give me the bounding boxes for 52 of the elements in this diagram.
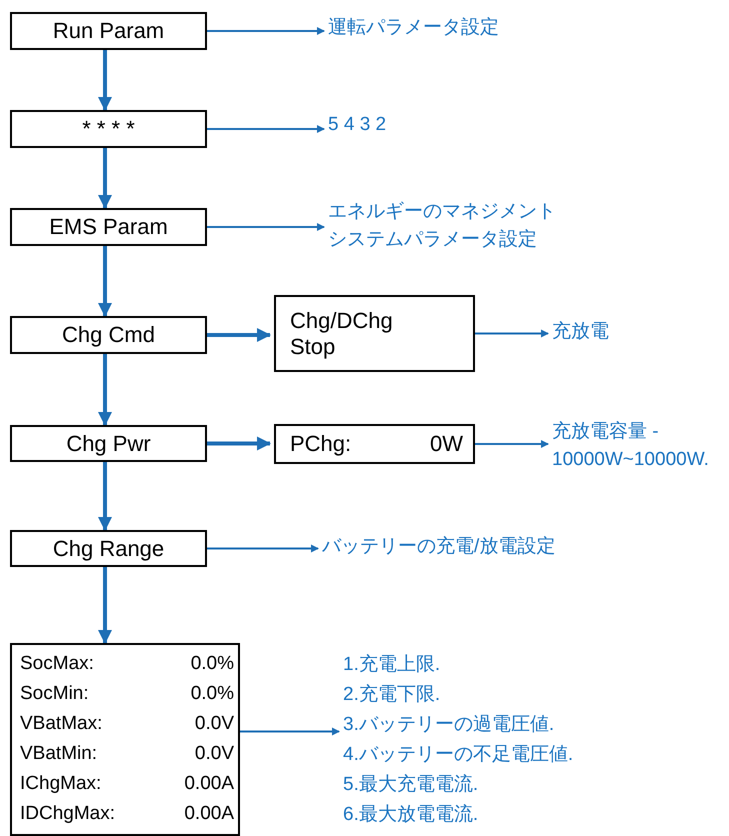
- arrow: [98, 462, 112, 531]
- arrow: [240, 728, 340, 736]
- arrow: [98, 246, 112, 317]
- display-text: Stop: [290, 334, 336, 360]
- annotation-text: 5 4 3 2: [328, 114, 386, 135]
- annotation-text: 充放電: [552, 321, 609, 342]
- parameter-label: SocMin:: [20, 682, 90, 706]
- process-box: Chg Pwr: [10, 425, 207, 462]
- display-text: PChg:: [290, 431, 352, 457]
- parameter-label: VBatMax:: [20, 712, 104, 736]
- arrow: [98, 567, 112, 644]
- note-line: 1.充電上限.: [343, 653, 442, 677]
- process-box: Run Param: [10, 12, 207, 50]
- arrow: [207, 328, 271, 342]
- parameter-label: IDChgMax:: [20, 802, 116, 826]
- parameter-value: 0.0%: [190, 682, 234, 706]
- note-line: 6.最大放電電流.: [343, 803, 480, 827]
- annotation-text: バッテリーの充電/放電設定: [322, 536, 556, 557]
- process-box: EMS Param: [10, 208, 207, 246]
- note-line: 2.充電下限.: [343, 683, 442, 707]
- arrow: [98, 148, 112, 209]
- display-box: [274, 424, 475, 464]
- parameter-value: 0.00A: [184, 772, 234, 796]
- arrow: [207, 544, 319, 552]
- display-text: Chg/DChg: [290, 308, 394, 334]
- arrow: [475, 440, 549, 448]
- annotation-text: 充放電容量 - 10000W~10000W.: [552, 421, 709, 470]
- parameter-value: 0.00A: [184, 802, 234, 826]
- process-box: Chg Cmd: [10, 316, 207, 354]
- note-line: 5.最大充電電流.: [343, 773, 480, 797]
- arrow: [98, 354, 112, 426]
- arrow: [475, 330, 549, 338]
- parameter-label: SocMax:: [20, 652, 95, 676]
- annotation-text: 運転パラメータ設定: [328, 17, 499, 38]
- process-box: * * * *: [10, 110, 207, 148]
- display-text: 0W: [430, 431, 463, 457]
- display-box: [274, 295, 475, 372]
- parameter-label: IChgMax:: [20, 772, 102, 796]
- arrow: [207, 436, 271, 450]
- display-box: [10, 643, 240, 836]
- note-line: 3.バッテリーの過電圧値.: [343, 713, 556, 737]
- annotation-text: エネルギーのマネジメントシステムパラメータ設定: [328, 201, 556, 250]
- parameter-label: VBatMin:: [20, 742, 98, 766]
- note-line: 4.バッテリーの不足電圧値.: [343, 743, 574, 767]
- parameter-value: 0.0%: [190, 652, 234, 676]
- arrow: [207, 125, 325, 133]
- process-box: Chg Range: [10, 530, 207, 567]
- arrow: [207, 223, 325, 231]
- arrow: [207, 27, 325, 35]
- parameter-value: 0.0V: [194, 742, 234, 766]
- parameter-value: 0.0V: [194, 712, 234, 736]
- arrow: [98, 50, 112, 111]
